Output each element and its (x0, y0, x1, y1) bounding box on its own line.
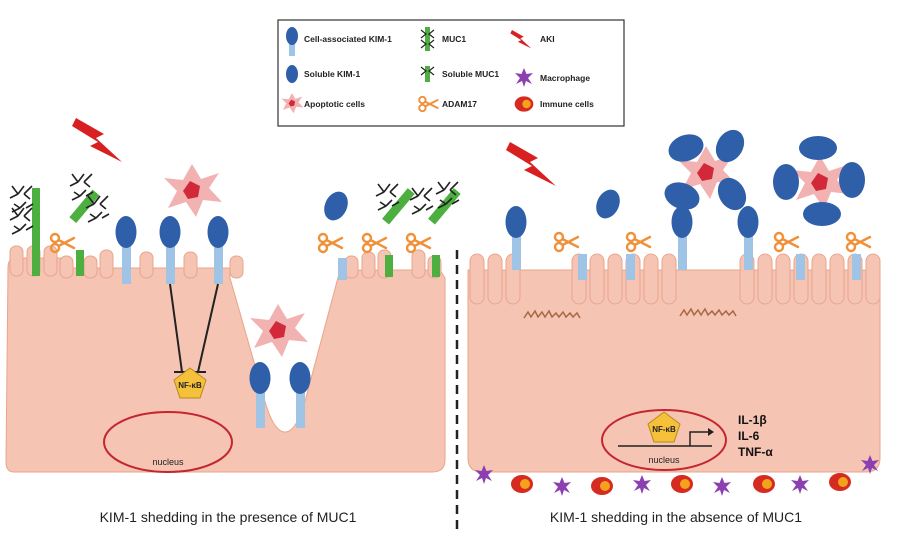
right-soluble-kim1 (591, 185, 625, 223)
muc1-icon (32, 188, 440, 277)
right-kim1-anchored (505, 206, 861, 280)
left-nfkb-label: NF-κB (178, 381, 202, 390)
legend-label-cell-associated-kim1: Cell-associated KIM-1 (304, 34, 392, 44)
brush-border-debris (523, 307, 737, 319)
left-microvilli (9, 245, 442, 279)
aki-lightning-icon (72, 118, 122, 162)
legend-label-immune-cells: Immune cells (540, 99, 594, 109)
right-apoptotic-cluster-2 (773, 136, 865, 226)
right-epithelial-cell (467, 269, 881, 473)
left-nfkb-pentagon: NF-κB (173, 367, 207, 399)
legend-label-soluble-kim1: Soluble KIM-1 (304, 69, 360, 79)
cytokine-il6: IL-6 (738, 429, 760, 443)
muc1-glycan-branches (9, 173, 460, 235)
right-nucleus (601, 409, 727, 471)
left-caption: KIM-1 shedding in the presence of MUC1 (100, 509, 357, 525)
aki-lightning-icon-right (506, 142, 556, 186)
right-nfkb-pentagon: NF-κB (647, 411, 681, 443)
right-apoptotic-cluster-1 (664, 129, 747, 211)
gene-transcription-arrow (618, 428, 714, 447)
legend-label-soluble-muc1: Soluble MUC1 (442, 69, 499, 79)
legend-muc1-icon (420, 27, 435, 51)
cytokine-il1b: IL-1β (738, 413, 767, 427)
left-nucleus-label: nucleus (152, 457, 184, 467)
legend-label-adam17: ADAM17 (442, 99, 477, 109)
cytokine-tnfa: TNF-α (738, 445, 773, 459)
left-nucleus (103, 411, 233, 473)
adam17-scissors-icon (49, 232, 432, 254)
right-caption: KIM-1 shedding in the absence of MUC1 (550, 509, 802, 525)
legend-label-apoptotic-cells: Apoptotic cells (304, 99, 365, 109)
soluble-muc1-icon (69, 188, 461, 225)
right-nfkb-label: NF-κB (652, 425, 676, 434)
right-adam17-scissors (553, 231, 872, 253)
legend-soluble-muc1-icon (420, 66, 435, 82)
soluble-kim1-icon (319, 187, 353, 225)
cell-associated-kim1-icon (115, 216, 347, 428)
legend-label-aki: AKI (540, 34, 555, 44)
cytokine-list: IL-1β IL-6 TNF-α (738, 413, 773, 459)
legend-soluble-kim1-icon (286, 65, 298, 83)
legend-box (277, 19, 625, 127)
legend-immune-cell-icon (514, 96, 534, 112)
legend-label-macrophage: Macrophage (540, 73, 590, 83)
right-nucleus-label: nucleus (648, 455, 680, 465)
legend-cell-associated-kim1-icon (286, 27, 298, 56)
legend-label-muc1: MUC1 (442, 34, 466, 44)
left-epithelial-cell (5, 257, 446, 473)
